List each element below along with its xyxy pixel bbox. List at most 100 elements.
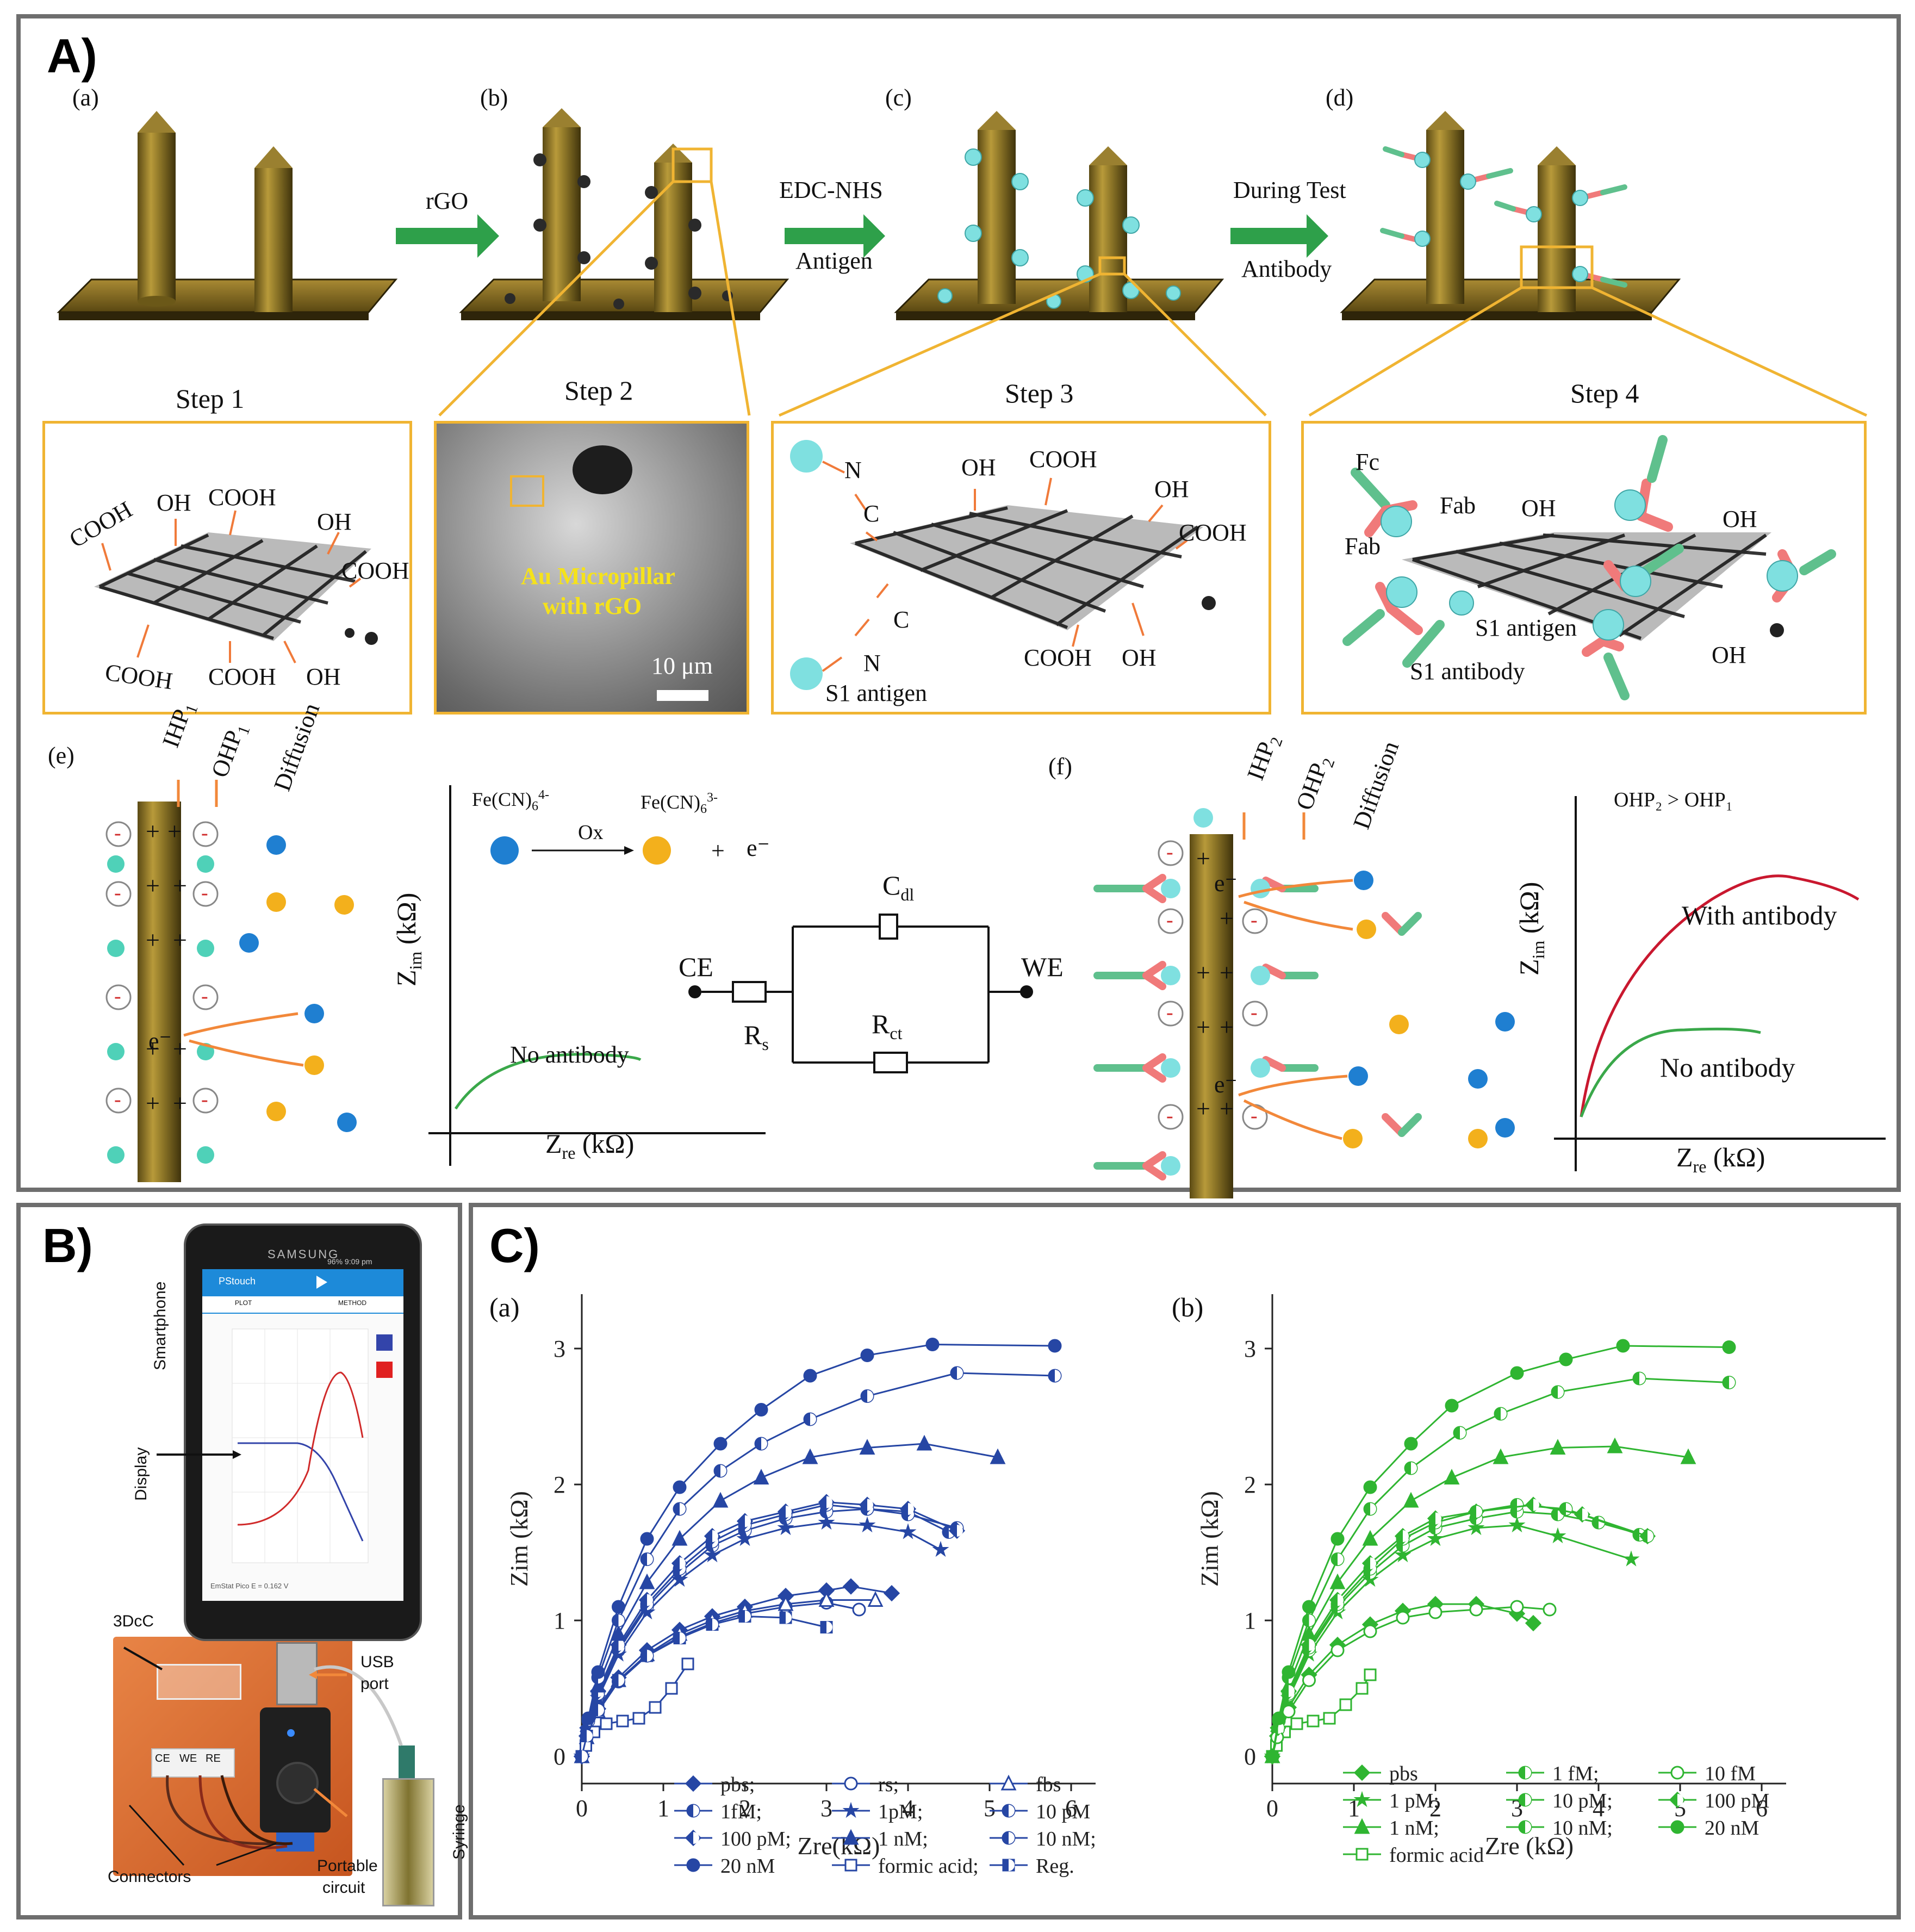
- panel-a: A) (a) (b) (c) (d): [16, 14, 1901, 1198]
- label-display: Display: [132, 1447, 150, 1501]
- fg-oh-3: OH: [306, 663, 341, 690]
- inset-sem-image: Au Micropillar with rGO 10 μm: [434, 421, 749, 715]
- data-point-1pm: [638, 1603, 656, 1620]
- series-20-nm: [1265, 1339, 1736, 1763]
- legend-label: 10 pM: [1036, 1800, 1090, 1823]
- data-point-formic-acid: [1339, 1698, 1352, 1711]
- tab-plot[interactable]: PLOT: [235, 1299, 252, 1307]
- portable-circuit[interactable]: [260, 1707, 331, 1832]
- label-smartphone: Smartphone: [151, 1281, 169, 1370]
- y-axis-label: Zim (kΩ): [1196, 1491, 1223, 1587]
- data-point-20-nm: [1330, 1532, 1345, 1546]
- inset-antibody-binding: Fc Fab Fab OH OH OH S1 antigen S1 antibo…: [1301, 421, 1867, 715]
- legend-label: 1 nM;: [1389, 1817, 1439, 1840]
- data-point-1-nm: [859, 1439, 875, 1455]
- data-point-fbs: [818, 1591, 835, 1607]
- data-point-10-nm-half: [1460, 1427, 1466, 1439]
- chart-a-sublabel: (a): [489, 1292, 520, 1322]
- svg-text:+: +: [167, 817, 182, 845]
- data-point-1-nm: [712, 1492, 729, 1508]
- svg-text:+: +: [146, 817, 160, 845]
- legend-marker-half: [1009, 1805, 1015, 1817]
- legend-marker: [843, 1829, 859, 1845]
- arrow-label-rgo: rGO: [426, 188, 469, 214]
- f-zim-label: Zim (kΩ): [1514, 881, 1548, 976]
- tab-method[interactable]: METHOD: [338, 1299, 366, 1307]
- data-point-100-pm-half: [1309, 1639, 1315, 1651]
- legend-entry-10-fm: 10 fM: [1658, 1762, 1756, 1785]
- data-point-20-nm: [1048, 1339, 1062, 1353]
- legend-marker: [1670, 1820, 1684, 1834]
- arrow-label-during: During Test: [1233, 177, 1346, 203]
- s1-antibody-label: S1 antibody: [1410, 658, 1525, 685]
- data-point-pbs: [883, 1585, 900, 1602]
- step2-label: Step 2: [564, 375, 633, 406]
- data-point-20-nm: [1302, 1600, 1316, 1614]
- data-point-100-pm-half: [1370, 1557, 1376, 1569]
- arrow-label-antigen: Antigen: [795, 247, 873, 274]
- data-point-20-nm: [1559, 1352, 1573, 1366]
- data-point-10-nm-half: [1338, 1553, 1344, 1566]
- data-point-10-fm: [1363, 1624, 1377, 1638]
- circuit-button[interactable]: [276, 1762, 319, 1804]
- x-axis-label: Zre (kΩ): [1485, 1832, 1574, 1860]
- step1-structure: [57, 111, 398, 320]
- svg-text:+: +: [146, 1035, 160, 1063]
- data-point-1-nm: [1329, 1573, 1346, 1589]
- data-point-formic-acid: [632, 1712, 645, 1725]
- legend-entry-20-nm: 20 nM: [1658, 1817, 1759, 1840]
- smartphone[interactable]: SAMSUNG PStouch 96% 9:09 pm PLOT METHOD …: [184, 1223, 422, 1641]
- legend-marker-half: [1525, 1821, 1531, 1833]
- data-point-1-nm: [1550, 1439, 1566, 1455]
- svg-text:+: +: [1220, 904, 1234, 932]
- legend-label: 1 nM;: [878, 1828, 928, 1850]
- svg-text:-: -: [114, 881, 121, 904]
- app-name: PStouch: [219, 1276, 256, 1287]
- usb-dongle[interactable]: [276, 1642, 318, 1705]
- data-point-1-nm: [990, 1448, 1006, 1464]
- data-point-20-nm: [925, 1338, 940, 1351]
- label-3dcc: 3DcC: [113, 1612, 154, 1630]
- legend-label: 1 pM;: [1389, 1790, 1439, 1812]
- app-header: PStouch 96% 9:09 pm: [202, 1257, 403, 1296]
- legend-label: 100 pM: [1705, 1790, 1769, 1812]
- data-point-100-pm-half: [1582, 1508, 1588, 1520]
- syringe[interactable]: [377, 1745, 437, 1909]
- data-point-20-nm: [1445, 1399, 1459, 1413]
- svg-text:+: +: [146, 926, 160, 954]
- data-point-20-nm: [1722, 1340, 1736, 1354]
- fg3-oh-3: OH: [1122, 644, 1157, 671]
- legend-entry-10-nm: 10 nM;: [1506, 1817, 1613, 1840]
- data-point-100-pm-half: [647, 1594, 653, 1606]
- legend-marker: [686, 1858, 700, 1872]
- series-1pm: [573, 1513, 949, 1764]
- legend-label: fbs: [1036, 1773, 1061, 1796]
- label-port: port: [360, 1675, 389, 1693]
- data-point-10-pm-half: [1517, 1499, 1523, 1511]
- legend-entry-1-pm: 1 pM;: [1343, 1790, 1439, 1812]
- data-point-reg-half: [745, 1610, 751, 1623]
- data-point-10-fm: [1330, 1643, 1345, 1657]
- sublabel-e: (e): [48, 742, 74, 769]
- data-point-10-nm-half: [618, 1614, 625, 1626]
- play-icon[interactable]: [316, 1276, 327, 1289]
- sem-scale-bar: [657, 690, 708, 701]
- process-arrows: [396, 214, 1328, 258]
- svg-text:-: -: [1166, 841, 1173, 864]
- reaction-electron: e⁻: [747, 835, 770, 861]
- data-point-10-nm-half: [1639, 1372, 1645, 1384]
- data-point-1-nm: [1493, 1448, 1509, 1464]
- phone-screen[interactable]: PStouch 96% 9:09 pm PLOT METHOD EmStat P…: [202, 1257, 403, 1601]
- electrode-connector: [151, 1748, 235, 1778]
- data-point-fbs: [778, 1595, 794, 1611]
- legend-marker-half: [1677, 1794, 1683, 1806]
- svg-text:+: +: [1196, 844, 1210, 872]
- panel-c-label: C): [489, 1219, 540, 1272]
- svg-text:+: +: [146, 1089, 160, 1117]
- data-point-20-nm: [640, 1532, 654, 1546]
- data-point-20-nm: [591, 1665, 605, 1679]
- legend-entry-100-pm: 100 pM;: [674, 1828, 791, 1850]
- data-point-20-nm: [803, 1369, 817, 1383]
- legend-entry-1-nm: 1 nM;: [1343, 1817, 1439, 1840]
